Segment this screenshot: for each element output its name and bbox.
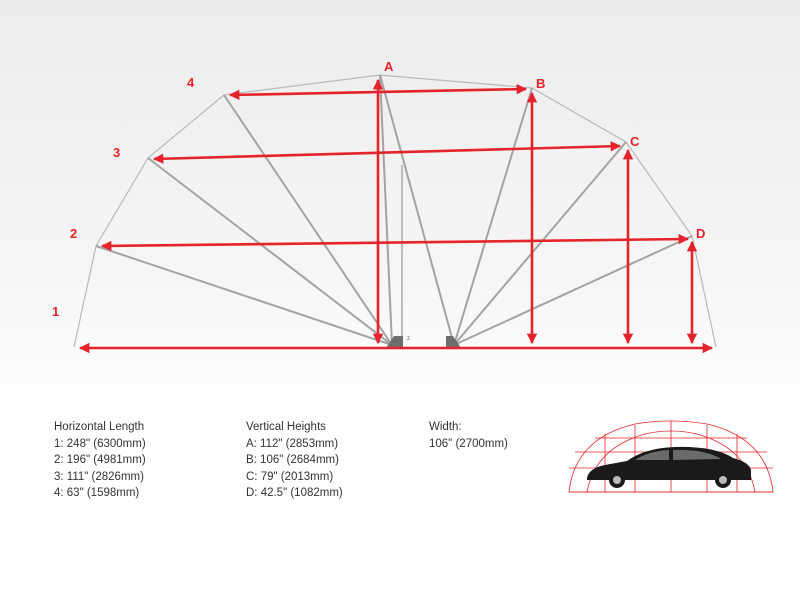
axis-z-label: z <box>407 336 410 342</box>
dimension-line-2 <box>100 233 690 252</box>
vertical-height-item: C: 79" (2013mm) <box>246 470 334 483</box>
width-spec: Width: 106" (2700mm) <box>429 419 508 452</box>
point-label-c: C <box>630 134 640 149</box>
horizontal-length-item: 1: 248" (6300mm) <box>54 437 146 450</box>
vertical-height-item: B: 106" (2684mm) <box>246 454 339 466</box>
dome-dimension-diagram: z A B C D 1 2 3 4 <box>52 59 717 354</box>
vertical-height-item: A: 112" (2853mm) <box>246 437 339 450</box>
vertical-heights-title: Vertical Heights <box>246 421 326 433</box>
horizontal-length-title: Horizontal Length <box>54 421 145 433</box>
horizontal-dimensions <box>78 83 714 354</box>
arch-label-3: 3 <box>113 145 120 160</box>
horizontal-length-item: 4: 63" (1598mm) <box>54 487 140 499</box>
horizontal-length-item: 3: 111" (2826mm) <box>54 470 144 483</box>
dimension-line-3 <box>152 141 622 164</box>
arch-label-1: 1 <box>52 304 59 319</box>
arch-label-2: 2 <box>70 226 77 241</box>
left-ribs <box>95 74 393 346</box>
vertical-heights-spec: Vertical Heights A: 112" (2853mm) B: 106… <box>246 419 343 502</box>
width-value: 106" (2700mm) <box>429 437 508 450</box>
vertical-height-item: D: 42.5" (1082mm) <box>246 487 343 499</box>
car-under-dome-icon <box>568 420 774 493</box>
width-title: Width: <box>429 421 462 433</box>
point-label-a: A <box>384 59 394 74</box>
horizontal-length-item: 2: 196" (4981mm) <box>54 454 146 466</box>
vertical-dimensions <box>372 78 698 345</box>
arch-label-4: 4 <box>187 75 195 90</box>
point-label-d: D <box>696 226 705 241</box>
arch-outline <box>73 74 717 348</box>
right-ribs <box>379 74 693 346</box>
point-label-b: B <box>536 76 545 91</box>
horizontal-length-spec: Horizontal Length 1: 248" (6300mm) 2: 19… <box>54 419 146 502</box>
